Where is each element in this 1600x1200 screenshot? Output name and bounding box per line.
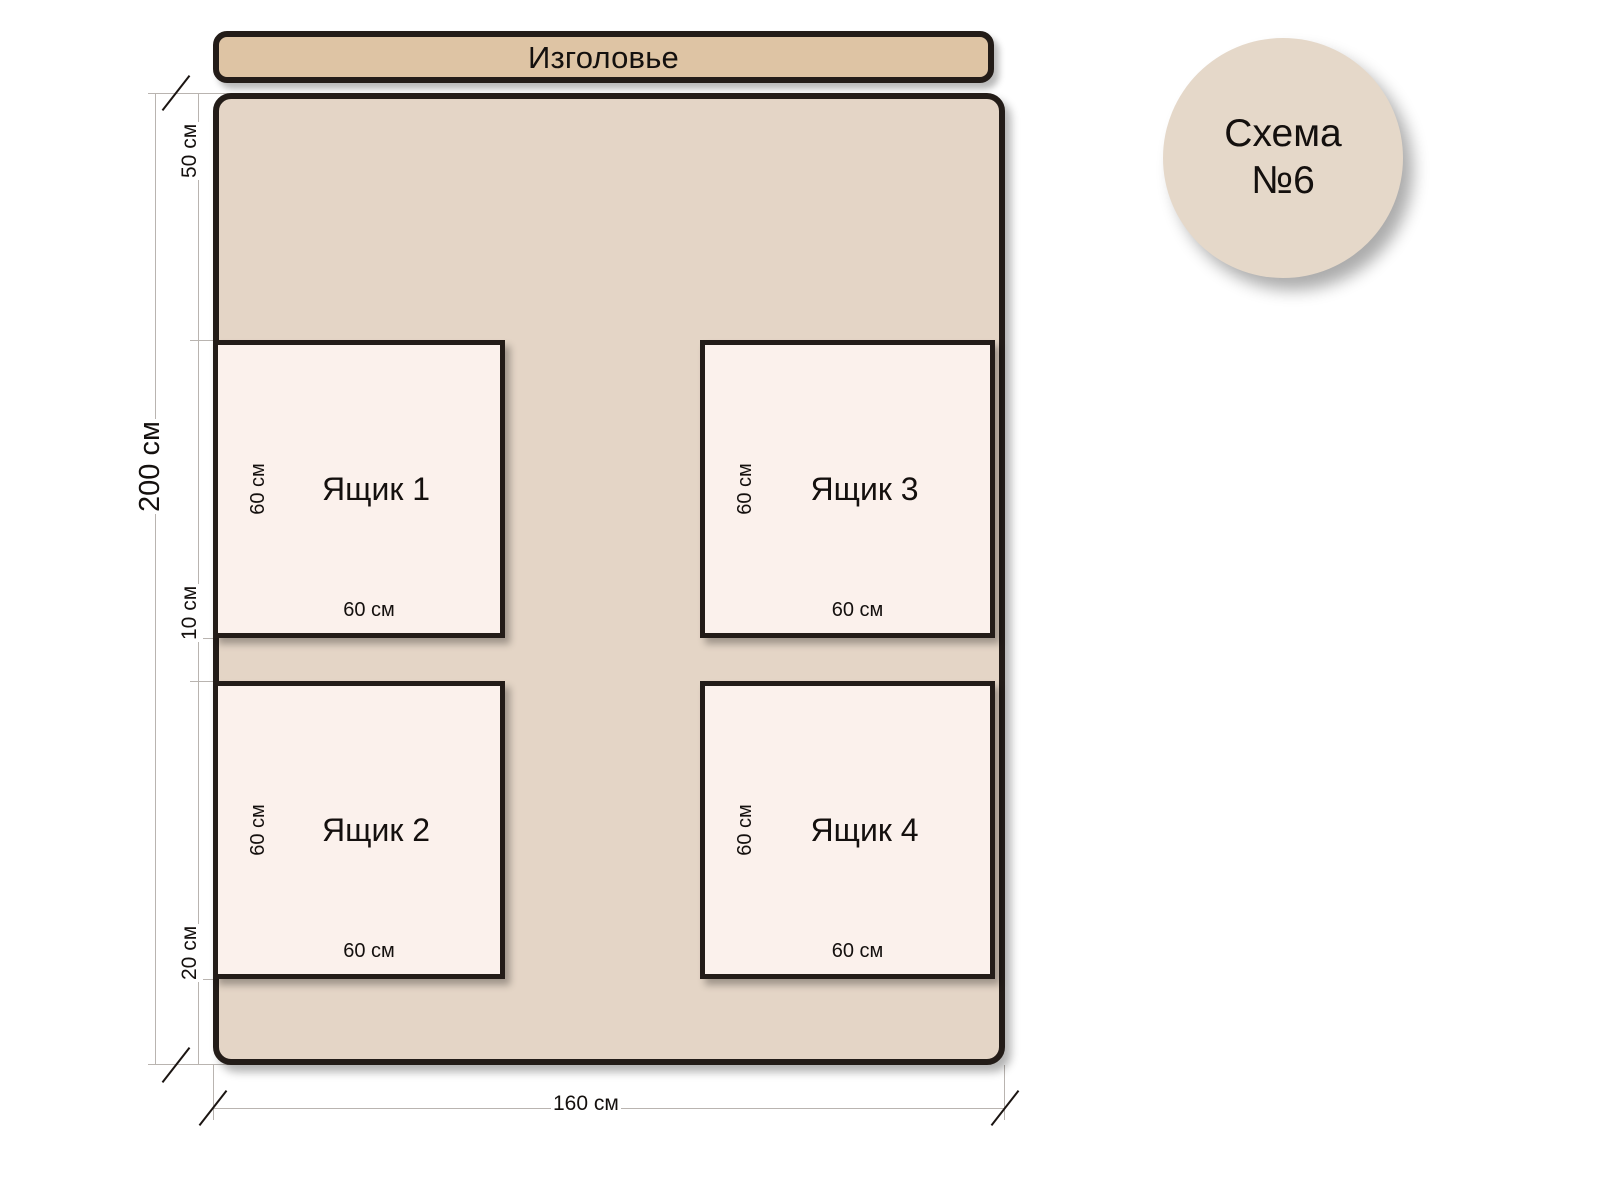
dimension-label-top-offset: 50 см — [176, 121, 203, 180]
dimension-line-total-height — [155, 93, 156, 1065]
extension-line-d1-bot — [190, 638, 230, 639]
dimension-line-inner-height — [198, 93, 199, 1065]
dimension-label-middle-gap: 10 см — [176, 583, 203, 642]
drawer-2-title: Ящик 2 — [322, 812, 430, 848]
extension-line-d2-bot — [190, 979, 230, 980]
extension-line-bottom — [148, 1064, 268, 1065]
drawer-1-width-label: 60 см — [343, 599, 395, 621]
drawer-3[interactable]: 60 см Ящик 3 60 см — [700, 340, 995, 638]
drawer-3-title: Ящик 3 — [810, 471, 919, 507]
drawer-1-title: Ящик 1 — [322, 471, 430, 507]
dimension-label-total-width: 160 см — [551, 1090, 621, 1117]
drawer-3-width-label: 60 см — [831, 599, 884, 621]
scheme-badge-line-1: Схема — [1224, 112, 1342, 156]
drawer-2[interactable]: 60 см Ящик 2 60 см — [213, 681, 505, 979]
headboard-label: Изголовье — [527, 39, 680, 75]
dimension-label-bottom-offset: 20 см — [176, 923, 203, 982]
extension-line-left-bottom — [213, 1065, 214, 1120]
scheme-badge: Схема №6 — [1163, 38, 1403, 278]
dimension-label-total-height: 200 см — [133, 419, 168, 514]
extension-line-right-bottom — [1004, 1065, 1005, 1120]
drawer-2-width-label: 60 см — [343, 940, 395, 962]
extension-line-d2-top — [190, 681, 230, 682]
drawer-4-width-label: 60 см — [831, 940, 884, 962]
extension-line-top — [148, 93, 268, 94]
drawer-4[interactable]: 60 см Ящик 4 60 см — [700, 681, 995, 979]
headboard-block: Изголовье — [213, 31, 994, 83]
drawer-1[interactable]: 60 см Ящик 1 60 см — [213, 340, 505, 638]
dimension-tick-bottom-left — [161, 1047, 191, 1083]
drawer-4-title: Ящик 4 — [810, 812, 919, 848]
extension-line-d1-top — [190, 340, 230, 341]
scheme-badge-line-2: №6 — [1251, 159, 1315, 202]
